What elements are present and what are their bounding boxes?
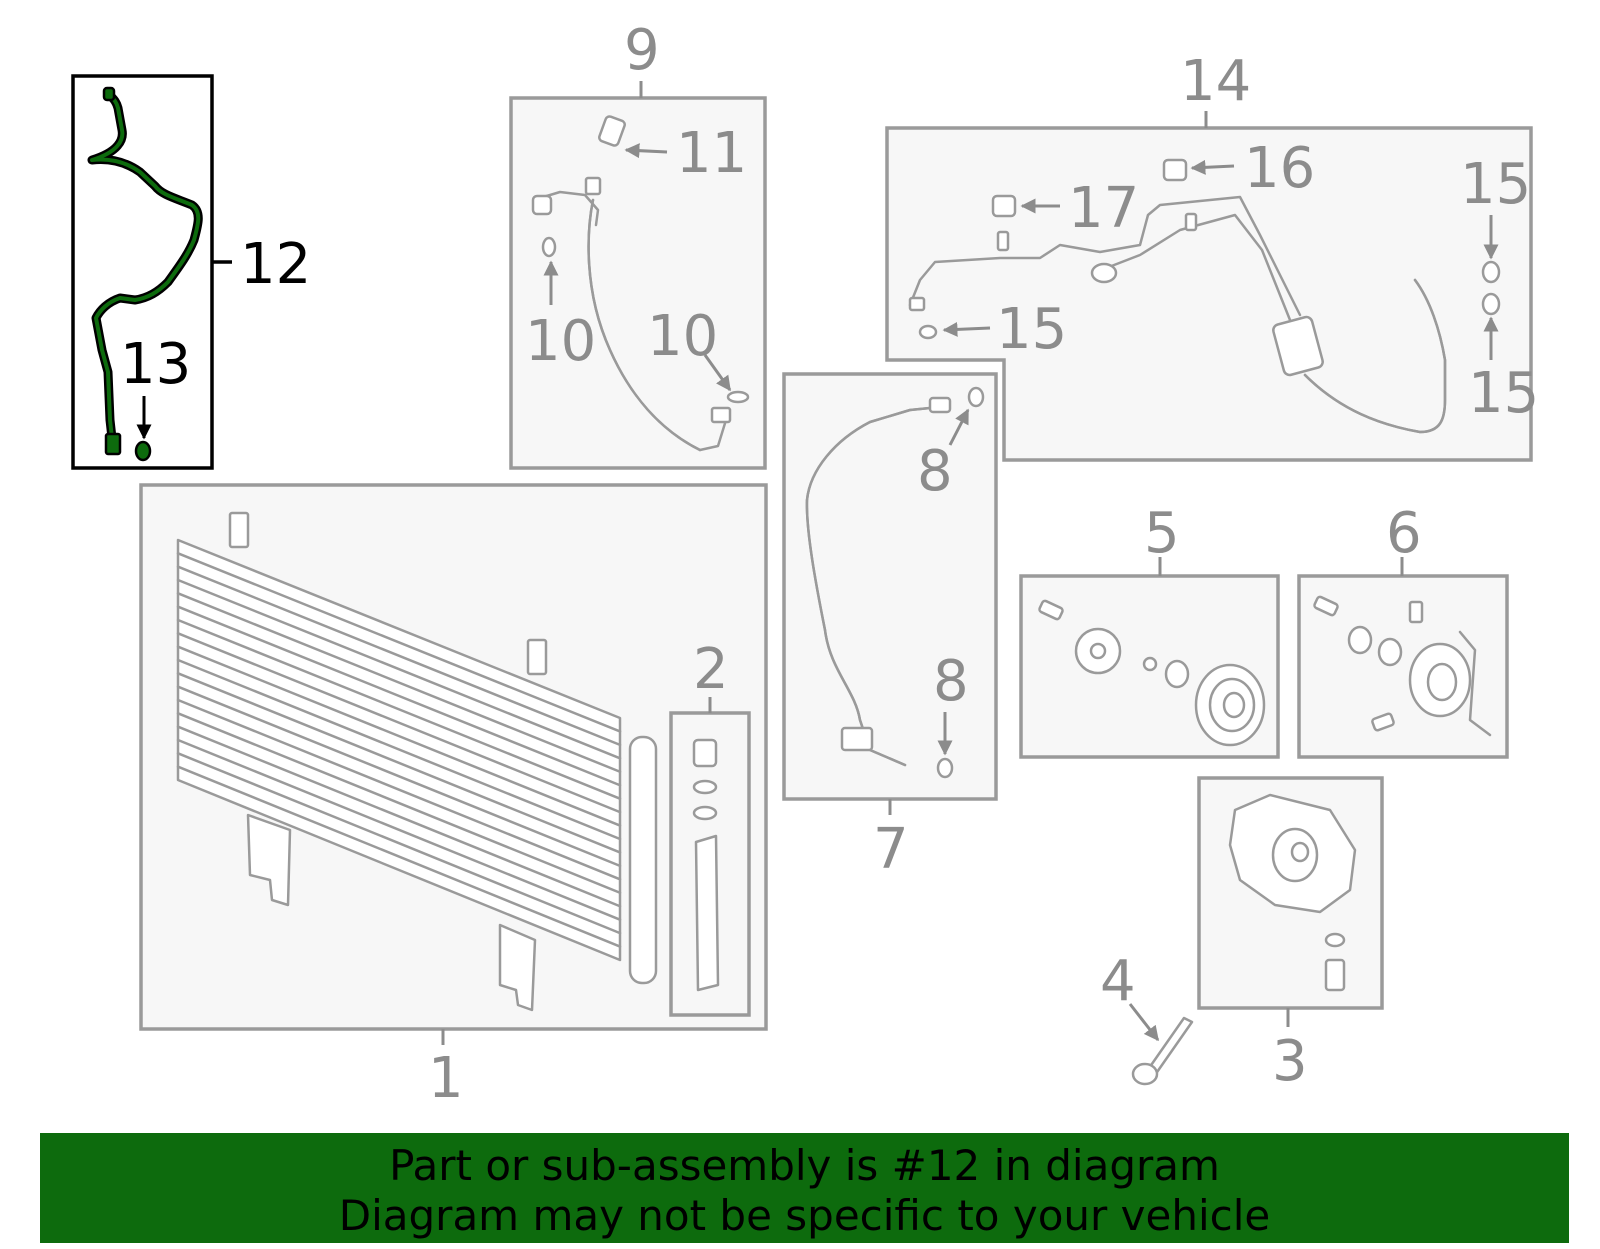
callout-8-bottom[interactable]: 8 (933, 649, 969, 714)
condenser-fin (176, 672, 622, 854)
callout-3[interactable]: 3 (1272, 1029, 1308, 1094)
group-9-box[interactable] (509, 81, 767, 470)
condenser-fin (176, 725, 622, 908)
group-3-box[interactable] (1197, 776, 1384, 1027)
condenser-fin (176, 632, 622, 814)
callout-10-right[interactable]: 10 (647, 304, 718, 369)
group-14-box[interactable] (885, 111, 1533, 462)
callout-1[interactable]: 1 (428, 1046, 464, 1111)
condenser-fin (176, 565, 622, 747)
callout-7[interactable]: 7 (873, 817, 909, 882)
group-2-box[interactable] (669, 697, 751, 1017)
callout-15-top-right[interactable]: 15 (1460, 152, 1531, 217)
callout-17[interactable]: 17 (1068, 176, 1139, 241)
callout-15-bottom-right[interactable]: 15 (1468, 361, 1539, 426)
group-12-box[interactable] (71, 74, 232, 470)
info-banner: Part or sub-assembly is #12 in diagram D… (40, 1133, 1569, 1243)
condenser-fin (176, 658, 622, 841)
callout-10-left[interactable]: 10 (525, 309, 596, 374)
condenser-fin (176, 738, 622, 921)
part-4-bolt[interactable] (1128, 1003, 1194, 1086)
condenser-fin (176, 618, 622, 800)
condenser-fin (176, 552, 622, 733)
callout-2[interactable]: 2 (693, 637, 729, 702)
callout-12[interactable]: 12 (240, 232, 311, 297)
callout-8-top[interactable]: 8 (917, 439, 953, 504)
callout-4[interactable]: 4 (1100, 949, 1136, 1014)
callout-15-bottom-left[interactable]: 15 (996, 297, 1067, 362)
callout-16[interactable]: 16 (1244, 136, 1315, 201)
group-1-box[interactable] (139, 483, 768, 1045)
callout-6[interactable]: 6 (1386, 501, 1422, 566)
callout-14[interactable]: 14 (1180, 49, 1251, 114)
condenser-fin (176, 712, 622, 895)
callout-5[interactable]: 5 (1144, 501, 1180, 566)
condenser-fin (176, 765, 622, 948)
group-7-box[interactable] (782, 372, 998, 815)
group-5-box[interactable] (1019, 557, 1280, 759)
callout-9[interactable]: 9 (624, 18, 660, 83)
condenser-fin (176, 578, 622, 760)
condenser-fin (176, 752, 622, 935)
condenser-fin (176, 605, 622, 787)
banner-line-2: Diagram may not be specific to your vehi… (338, 1191, 1271, 1240)
callout-11[interactable]: 11 (676, 121, 747, 186)
condenser-fin (176, 592, 622, 774)
callout-13[interactable]: 13 (120, 332, 191, 397)
condenser-fin (176, 685, 622, 868)
group-6-box[interactable] (1297, 557, 1509, 759)
banner-line-1: Part or sub-assembly is #12 in diagram (389, 1141, 1220, 1190)
condenser-fin (176, 645, 622, 827)
condenser-fin (176, 698, 622, 881)
